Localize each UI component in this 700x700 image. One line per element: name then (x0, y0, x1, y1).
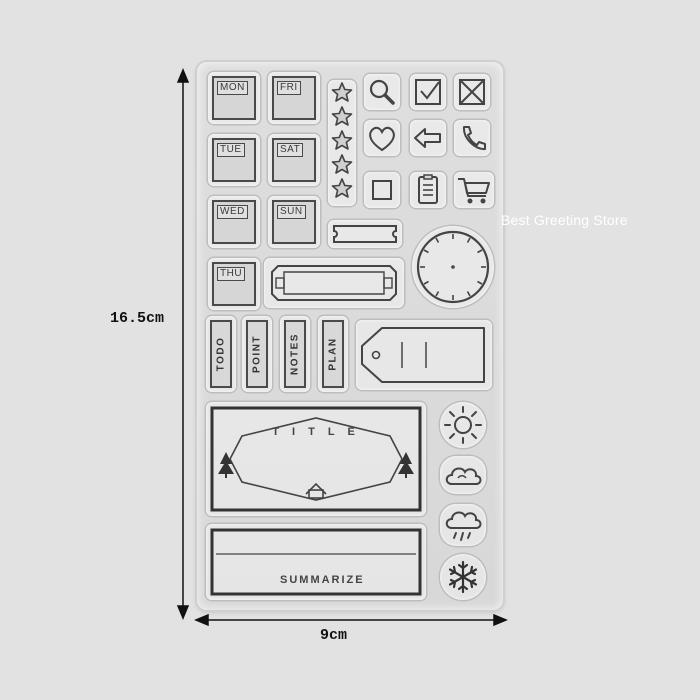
phone-icon (462, 126, 486, 151)
heart-icon (369, 126, 395, 152)
tree-icon (218, 452, 234, 478)
stamp-square (364, 172, 400, 208)
width-measure-label: 9cm (320, 627, 348, 644)
ticket-icon (333, 225, 397, 243)
day-box-mon: MON (212, 76, 256, 120)
watermark-text: Best Greeting Store (501, 212, 628, 228)
star-icon (331, 82, 353, 198)
plan-label: PLAN (327, 337, 339, 371)
cloud-icon (445, 467, 482, 485)
day-box-sun: SUN (272, 200, 316, 244)
day-box-sat: SAT (272, 138, 316, 182)
snowflake-icon (448, 560, 478, 594)
point-label-box: POINT (246, 320, 268, 388)
checkbox-crossed-icon (459, 79, 485, 105)
day-label: TUE (217, 143, 245, 157)
tag-icon (361, 327, 485, 383)
day-box-tue: TUE (212, 138, 256, 182)
todo-label-box: TODO (210, 320, 232, 388)
notes-label: NOTES (289, 333, 301, 375)
day-label: FRI (277, 81, 301, 95)
height-measure-label: 16.5cm (110, 310, 165, 327)
title-frame (210, 406, 422, 512)
day-label: WED (217, 205, 248, 219)
square-icon (372, 180, 392, 200)
point-label: POINT (251, 334, 263, 374)
magnifier-icon (369, 79, 395, 105)
stamp-summarize-frame (206, 524, 426, 600)
checkbox-checked-icon (415, 79, 441, 105)
clipboard-icon (418, 174, 438, 204)
arrow-left-icon (414, 128, 441, 148)
day-box-thu: THU (212, 262, 256, 306)
house-icon (305, 482, 327, 499)
stamp-ticket (328, 220, 402, 248)
summarize-label: SUMMARIZE (280, 574, 365, 586)
day-box-fri: FRI (272, 76, 316, 120)
stamp-cloud (440, 456, 486, 494)
notes-label-box: NOTES (284, 320, 306, 388)
cart-icon (458, 178, 490, 204)
todo-label: TODO (215, 336, 227, 372)
rain-cloud-icon (445, 511, 482, 541)
label-plate-frame (271, 265, 397, 301)
plan-label-box: PLAN (322, 320, 344, 388)
day-label: MON (217, 81, 248, 95)
day-box-wed: WED (212, 200, 256, 244)
summarize-frame (210, 528, 422, 596)
sun-icon (444, 406, 482, 444)
day-label: SUN (277, 205, 306, 219)
clock-icon (416, 230, 490, 304)
title-label: T I T L E (272, 426, 360, 438)
stamp-title-frame (206, 402, 426, 516)
day-label: SAT (277, 143, 304, 157)
tree-icon (398, 452, 414, 478)
day-label: THU (217, 267, 246, 281)
